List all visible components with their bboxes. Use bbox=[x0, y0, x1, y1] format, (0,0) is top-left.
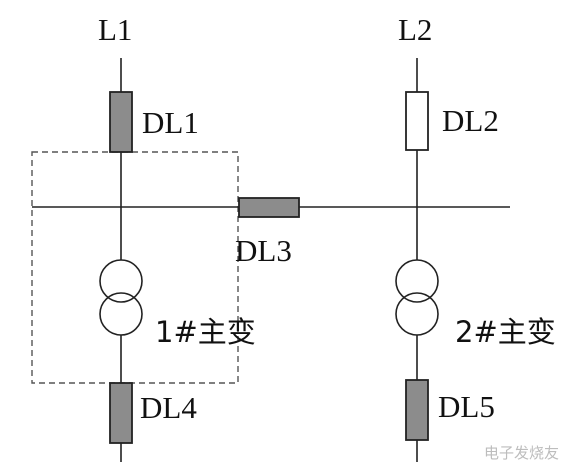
line-label-l1: L1 bbox=[98, 12, 132, 47]
breaker-label-dl5: DL5 bbox=[438, 389, 495, 424]
breaker-dl5 bbox=[405, 379, 429, 441]
line-label-l2: L2 bbox=[398, 12, 432, 47]
breaker-dl1 bbox=[109, 91, 133, 153]
breaker-label-dl3: DL3 bbox=[235, 233, 292, 268]
breaker-label-dl4: DL4 bbox=[140, 390, 197, 425]
transformer-label-2: 2#主变 bbox=[455, 315, 556, 349]
transformer-2-symbol bbox=[395, 259, 439, 336]
breaker-dl4 bbox=[109, 382, 133, 444]
breaker-label-dl2: DL2 bbox=[442, 103, 499, 138]
breaker-dl2 bbox=[405, 91, 429, 151]
protection-zone-dashed-box bbox=[31, 151, 239, 384]
transformer-1-symbol bbox=[99, 259, 143, 336]
transformer-label-1: 1#主变 bbox=[155, 315, 256, 349]
watermark-text: 电子发烧友 bbox=[484, 444, 559, 462]
breaker-dl3 bbox=[238, 197, 300, 218]
breaker-label-dl1: DL1 bbox=[142, 105, 199, 140]
